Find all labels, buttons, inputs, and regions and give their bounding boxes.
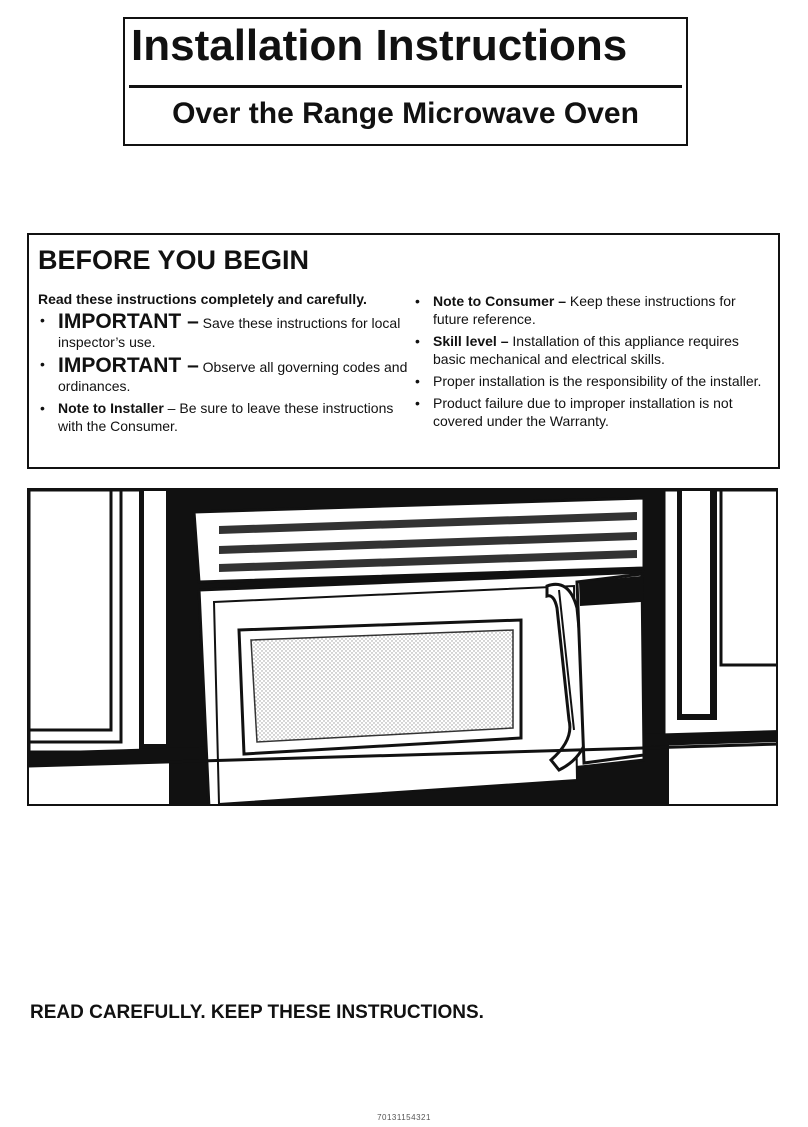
item-lead: Note to Installer [58,400,164,416]
bullet-icon: • [40,400,45,416]
list-item: • IMPORTANT – Observe all governing code… [38,355,408,395]
item-text: Save these instructions for local inspec… [58,315,401,350]
bullet-icon: • [415,373,420,389]
bullet-icon: • [40,356,45,372]
item-text: – Be sure to leave these instructions wi… [58,400,394,434]
left-cabinet [29,490,176,754]
bullet-icon: • [415,333,420,349]
page-subtitle: Over the Range Microwave Oven [172,97,639,130]
section-heading: BEFORE YOU BEGIN [38,245,310,275]
microwave-illustration [27,488,778,806]
item-lead: Skill level – [433,333,509,349]
page-title: Installation Instructions [131,21,628,70]
item-lead: Note to Consumer – [433,293,567,309]
list-item: • Note to Consumer – Keep these instruct… [413,292,773,328]
footer-notice: READ CAREFULLY. KEEP THESE INSTRUCTIONS. [30,1002,484,1023]
item-lead: IMPORTANT – [58,310,199,333]
section-intro: Read these instructions completely and c… [38,291,367,307]
right-cabinet [662,490,776,740]
vent-grille [192,496,646,584]
item-text: Observe all governing codes and ordinanc… [58,359,408,394]
bullet-icon: • [415,395,420,411]
list-item: • Skill level – Installation of this app… [413,332,773,368]
left-bullet-list: • IMPORTANT – Save these instructions fo… [38,311,408,439]
list-item: • IMPORTANT – Save these instructions fo… [38,311,408,351]
control-panel [575,572,646,765]
title-box: Installation Instructions Over the Range… [123,17,688,146]
list-item: • Note to Installer – Be sure to leave t… [38,399,408,435]
item-text: Installation of this appliance requires … [433,333,739,367]
microwave-body [197,570,646,804]
list-item: • Proper installation is the responsibil… [413,372,773,390]
title-divider [129,85,682,88]
list-item: • Product failure due to improper instal… [413,394,773,430]
item-text: Product failure due to improper installa… [433,395,733,429]
item-text: Proper installation is the responsibilit… [433,373,762,389]
before-you-begin-box: BEFORE YOU BEGIN Read these instructions… [27,233,780,469]
right-bullet-list: • Note to Consumer – Keep these instruct… [413,292,773,434]
item-lead: IMPORTANT – [58,354,199,377]
microwave-drawing [29,490,776,804]
item-text: Keep these instructions for future refer… [433,293,736,327]
bullet-icon: • [40,312,45,328]
bullet-icon: • [415,293,420,309]
part-number: 70131154321 [377,1113,431,1122]
